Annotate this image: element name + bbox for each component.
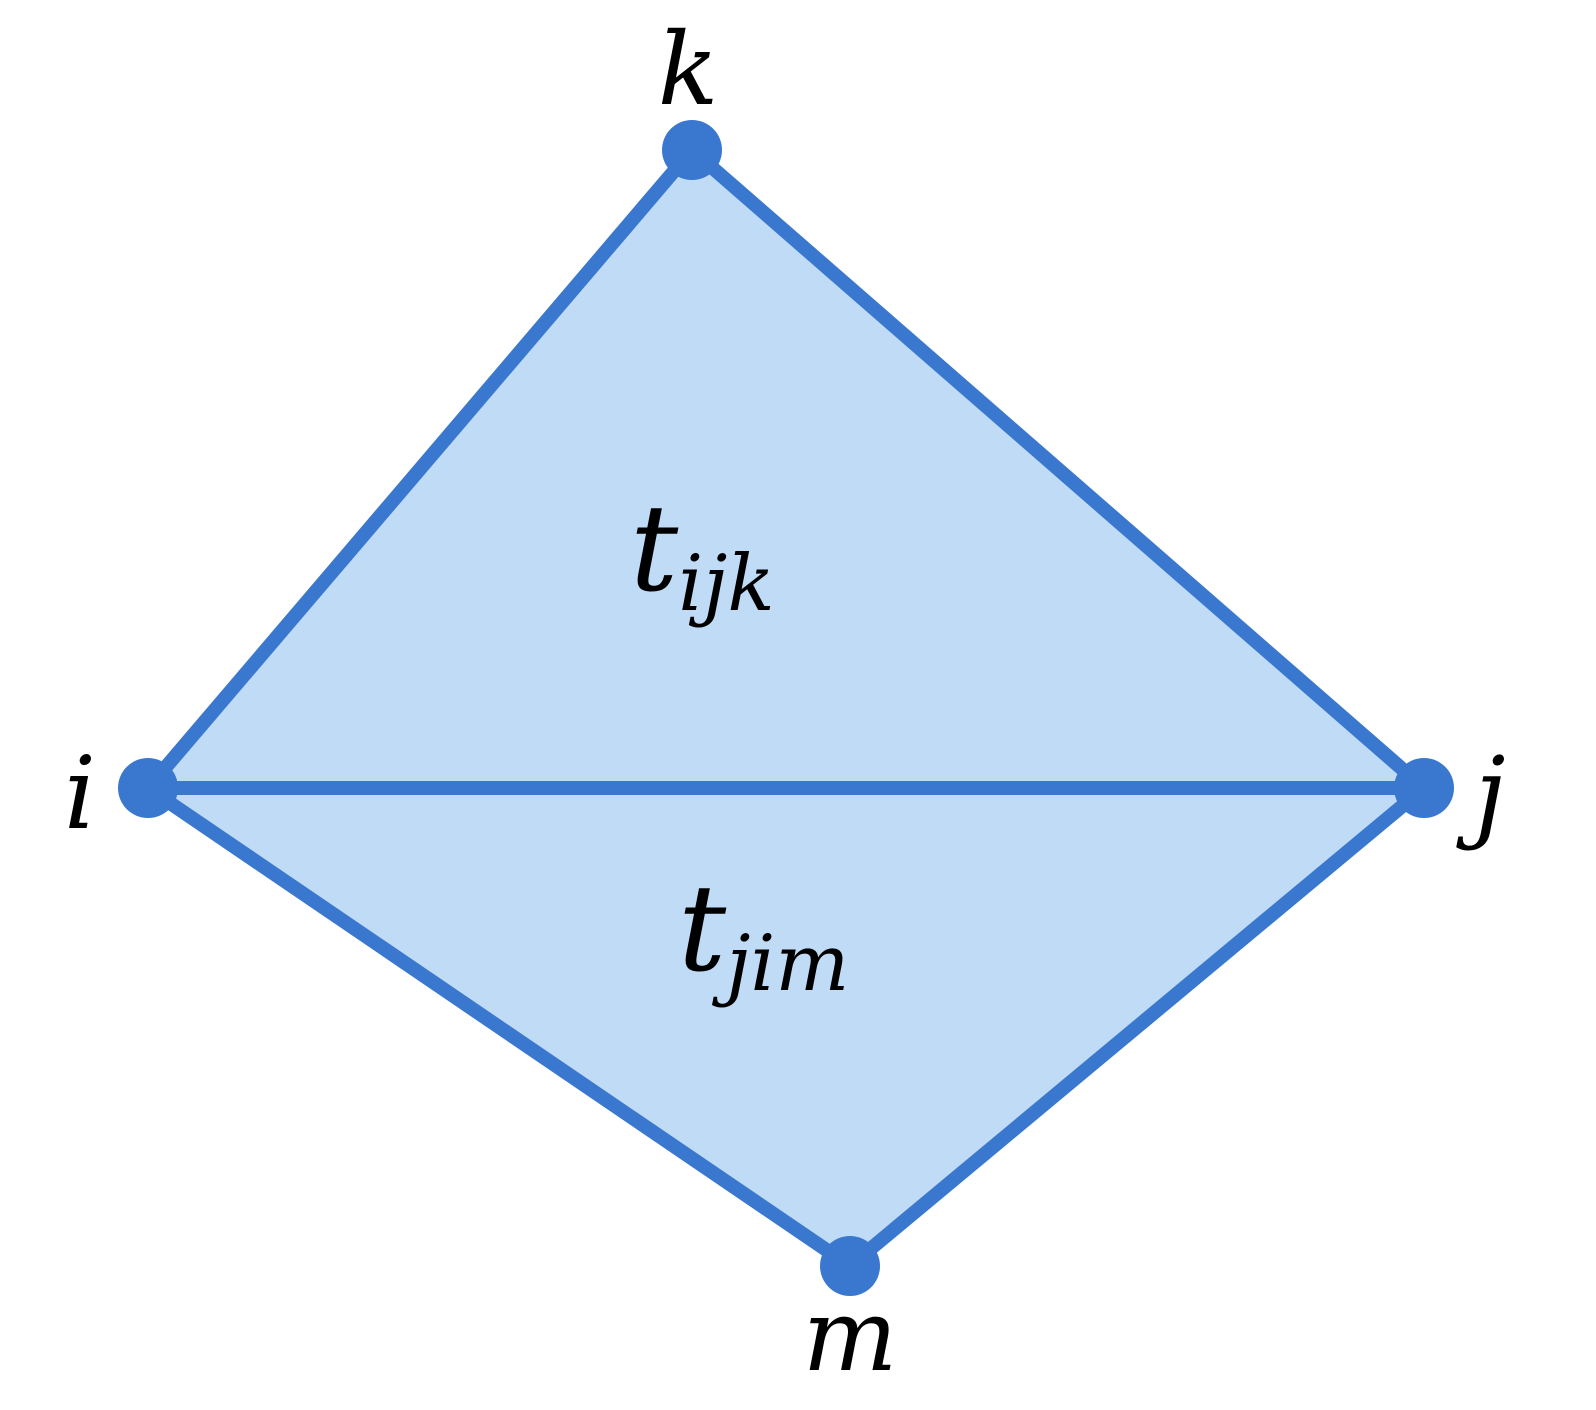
face-t-ijk-fill xyxy=(148,150,1424,788)
face-t-jim-subscript: jim xyxy=(711,919,849,1009)
face-t-ijk-label: tijk xyxy=(630,480,775,629)
edge-m-j xyxy=(843,781,1431,1273)
vertex-j-dot xyxy=(1394,758,1454,818)
vertex-i-label: i xyxy=(64,735,96,852)
edge-j-k xyxy=(685,143,1431,795)
vertex-j-label: j xyxy=(1455,735,1505,852)
face-t-jim-base: t xyxy=(678,860,727,999)
vertex-m-label: m xyxy=(803,1277,898,1394)
face-t-jim-fill xyxy=(148,788,1424,1266)
vertex-i-dot xyxy=(118,758,178,818)
vertex-k-label: k xyxy=(658,11,719,128)
vertex-k-dot xyxy=(662,120,722,180)
face-t-ijk-base: t xyxy=(630,480,679,619)
face-t-jim-label: tjim xyxy=(678,860,849,1009)
vertex-m-dot xyxy=(820,1236,880,1296)
edge-i-m xyxy=(141,781,857,1273)
edge-k-i xyxy=(141,143,699,795)
face-t-ijk-subscript: ijk xyxy=(678,539,774,629)
